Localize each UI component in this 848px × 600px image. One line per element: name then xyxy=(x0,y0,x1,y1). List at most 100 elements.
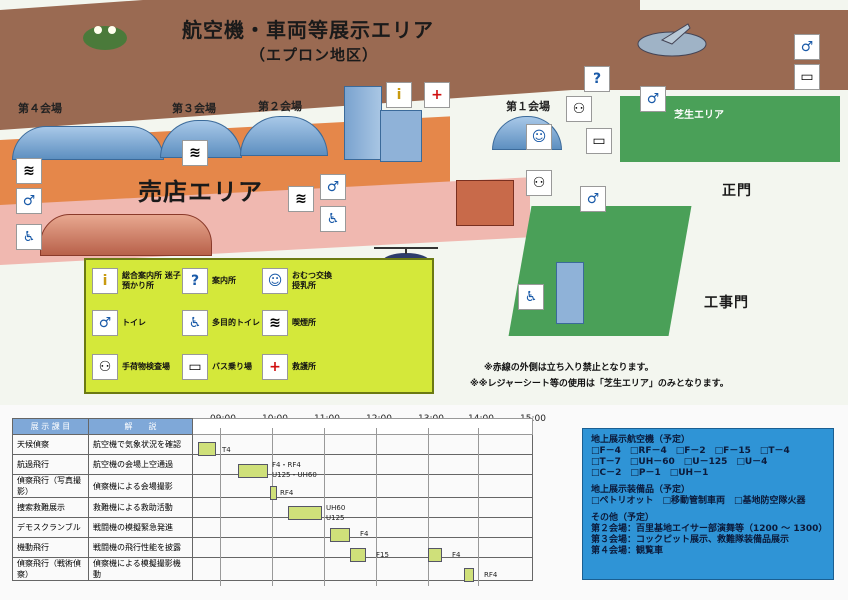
toilet-icon: ♂ xyxy=(92,310,118,336)
legend-item-question: ? 案内所 xyxy=(182,268,236,294)
legend-label: 総合案内所 迷子預かり所 xyxy=(122,271,181,290)
legend-label: 手荷物検査場 xyxy=(122,362,170,371)
main-gate-label: 正門 xyxy=(722,183,752,199)
time-tick: 15:00 xyxy=(520,414,546,424)
map-subtitle: （エプロン地区） xyxy=(250,46,379,64)
equipment-line: □ペトリオット □移動管制車両 □基地防空隊火器 xyxy=(591,496,806,506)
row-desc: 航空機で気象状況を確認 xyxy=(88,434,193,455)
baggage-check-icon: ⚇ xyxy=(92,354,118,380)
other-line: 第３会場：コックピット展示、救難隊装備品展示 xyxy=(591,535,790,545)
mascot-frog-icon xyxy=(80,18,130,52)
smoking-icon: ≋ xyxy=(16,158,42,184)
baby-care-icon: ☺ xyxy=(262,268,288,294)
legend-label: 案内所 xyxy=(212,276,236,285)
wheelchair-icon: ♿ xyxy=(518,284,544,310)
legend-label: おむつ交換 授乳所 xyxy=(292,271,332,290)
schedule-bar xyxy=(330,528,350,542)
first-aid-icon: + xyxy=(262,354,288,380)
hall-1-label: 第１会場 xyxy=(506,100,550,113)
control-tower xyxy=(344,86,382,160)
bar-label: RF4 xyxy=(280,489,294,497)
smoking-icon: ≋ xyxy=(182,140,208,166)
schedule-bar xyxy=(270,486,277,500)
legend-item-wheelchair: ♿多目的トイレ xyxy=(182,310,260,336)
legend-label: バス乗り場 xyxy=(212,362,252,371)
bar-label: U125・UH60 xyxy=(272,471,317,479)
row-desc: 航空機の会場上空通過 xyxy=(88,454,193,475)
first-aid-icon: + xyxy=(424,82,450,108)
hall-2-hangar xyxy=(240,116,328,156)
col-header-item: 展 示 課 目 xyxy=(12,418,89,435)
row-item: 偵察飛行（写真撮影） xyxy=(12,474,89,498)
shop-area-label: 売店エリア xyxy=(138,178,263,206)
toilet-icon: ♂ xyxy=(16,188,42,214)
toilet-icon: ♂ xyxy=(580,186,606,212)
table-row: 機動飛行戦闘機の飛行性能を披露 xyxy=(12,537,533,558)
legend-item-first-aid: + 救護所 xyxy=(262,354,316,380)
col-header-desc: 解 説 xyxy=(88,418,193,435)
table-row: 天候偵察航空機で気象状況を確認 xyxy=(12,434,533,455)
hall-4-hangar xyxy=(12,126,164,160)
bus-icon: ▭ xyxy=(586,128,612,154)
timeline-gridline xyxy=(220,428,221,586)
schedule-bar xyxy=(428,548,442,562)
schedule-bar xyxy=(198,442,216,456)
legend-item-baby: ☺おむつ交換 授乳所 xyxy=(262,268,342,294)
shop-building xyxy=(40,214,212,256)
wheelchair-icon: ♿ xyxy=(16,224,42,250)
lawn-building xyxy=(556,262,584,324)
work-gate-label: 工事門 xyxy=(704,295,749,311)
timeline-gridline xyxy=(272,428,273,586)
row-desc: 戦闘機の飛行性能を披露 xyxy=(88,537,193,558)
smoking-icon: ≋ xyxy=(288,186,314,212)
legend-label: 喫煙所 xyxy=(292,318,316,327)
bar-label: T4 xyxy=(222,446,231,454)
info-i-icon: i xyxy=(386,82,412,108)
schedule-bar xyxy=(350,548,366,562)
lawn-area-label: 芝生エリア xyxy=(674,110,724,121)
timeline-gridline xyxy=(324,428,325,586)
baggage-check-icon: ⚇ xyxy=(526,170,552,196)
question-icon: ? xyxy=(182,268,208,294)
bar-label: U125 xyxy=(326,514,345,522)
bar-label: RF4 xyxy=(484,571,498,579)
mascot-plane-icon xyxy=(632,20,712,68)
legend-label: 救護所 xyxy=(292,362,316,371)
legend-label: トイレ xyxy=(122,318,146,327)
note-leisure-sheet: ※※レジャーシート等の使用は「芝生エリア」のみとなります。 xyxy=(470,379,729,389)
row-item: デモスクランブル xyxy=(12,517,89,538)
timeline-gridline xyxy=(478,428,479,586)
red-building xyxy=(456,180,514,226)
other-line: 第４会場：観覧車 xyxy=(591,546,664,556)
toilet-icon: ♂ xyxy=(794,34,820,60)
wheelchair-icon: ♿ xyxy=(182,310,208,336)
row-desc: 偵察機による模擬撮影機動 xyxy=(88,557,193,581)
row-item: 天候偵察 xyxy=(12,434,89,455)
exhibit-info-box: 地上展示航空機（予定） □F－4 □RF－4 □F－2 □F－15 □T－4 □… xyxy=(582,428,834,580)
other-line: 第２会場：百里基地エイサー部演舞等（1200 ～ 1300） xyxy=(591,524,828,534)
schedule-bar xyxy=(238,464,268,478)
toilet-icon: ♂ xyxy=(640,86,666,112)
map-title: 航空機・車両等展示エリア xyxy=(182,18,434,42)
other-title: その他（予定） xyxy=(591,513,655,523)
bar-label: UH60 xyxy=(326,504,346,512)
bar-label: F4 xyxy=(360,530,369,538)
row-desc: 戦闘機の模擬緊急発進 xyxy=(88,517,193,538)
schedule-bar xyxy=(464,568,474,582)
aircraft-line: □F－4 □RF－4 □F－2 □F－15 □T－4 xyxy=(591,446,790,456)
legend-item-baggage: ⚇ 手荷物検査場 xyxy=(92,354,170,380)
legend-item-bus: ▭ バス乗り場 xyxy=(182,354,252,380)
bus-icon: ▭ xyxy=(182,354,208,380)
aircraft-title: 地上展示航空機（予定） xyxy=(591,435,691,445)
table-row: 捜索救難展示救難機による救助活動 xyxy=(12,497,533,518)
col-header-timeline xyxy=(192,418,533,435)
baby-care-icon: ☺ xyxy=(526,124,552,150)
legend-item-toilet: ♂ トイレ xyxy=(92,310,146,336)
equipment-title: 地上展示装備品（予定） xyxy=(591,485,691,495)
wheelchair-icon: ♿ xyxy=(320,206,346,232)
aircraft-line: □C－2 □P－1 □UH－1 xyxy=(591,468,709,478)
toilet-icon: ♂ xyxy=(320,174,346,200)
schedule-table: 展 示 課 目解 説 天候偵察航空機で気象状況を確認 航過飛行航空機の会場上空通… xyxy=(12,418,533,581)
